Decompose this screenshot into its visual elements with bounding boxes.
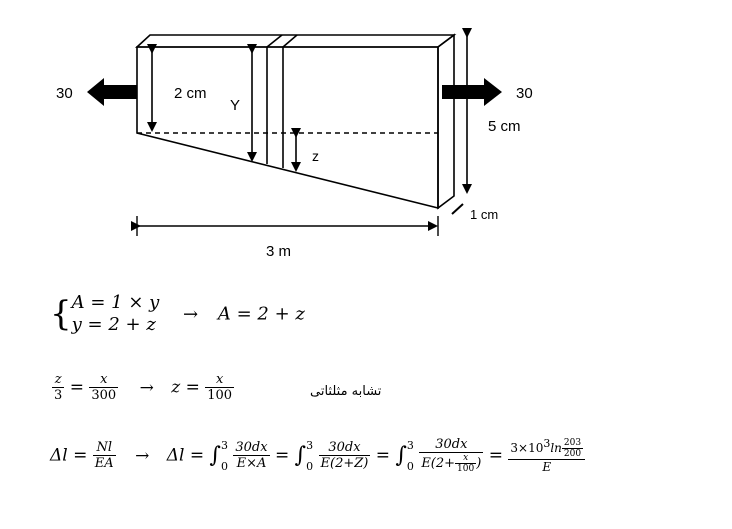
- section-height-label: Y: [230, 97, 240, 114]
- integral-2: ∫: [294, 443, 307, 468]
- ratio-num: z: [52, 372, 65, 388]
- delta-l-lhs-2: Δl =: [166, 445, 205, 466]
- z-result-den: 100: [207, 388, 233, 403]
- final-ln-num: 203: [561, 438, 584, 449]
- system-brace: {: [50, 294, 72, 334]
- right-force-arrow: [442, 78, 502, 106]
- eq-sign-3: =: [488, 445, 503, 466]
- f2-den: E(2+Z): [320, 456, 369, 471]
- similarity-note: تشابه مثلثاتی: [310, 384, 382, 399]
- z-result-num: x: [205, 372, 235, 388]
- final-ln-den: 200: [563, 449, 582, 459]
- z-result-lhs: z =: [171, 377, 200, 398]
- ratio-equals: =: [69, 377, 84, 398]
- ratio-300: 300: [91, 388, 117, 403]
- z-label: z: [312, 148, 319, 164]
- f3-num: 30dx: [419, 437, 484, 453]
- depth-tick: [451, 203, 464, 215]
- eq-sign-2: =: [375, 445, 391, 466]
- ea: EA: [94, 456, 114, 471]
- ratio-x: x: [89, 372, 119, 388]
- int2-lower: 0: [306, 459, 314, 473]
- f3-den-x: x: [455, 453, 477, 464]
- elong-arrow: →: [135, 445, 150, 466]
- system-result: A = 2 + z: [217, 303, 305, 325]
- f2-num: 30dx: [318, 440, 371, 456]
- depth-label: 1 cm: [470, 207, 498, 222]
- left-force-label: 30: [56, 85, 73, 102]
- f1-num: 30dx: [233, 440, 270, 456]
- delta-l-lhs: Δl =: [50, 445, 88, 466]
- f1-den: E×A: [236, 456, 267, 471]
- final-num-exp: 3: [543, 437, 551, 450]
- int3-lower: 0: [406, 459, 414, 473]
- length-label: 3 m: [266, 243, 291, 260]
- integral-1: ∫: [209, 443, 221, 468]
- int1-lower: 0: [220, 459, 228, 473]
- f3-den-100: 100: [457, 464, 475, 474]
- tapered-bar: [134, 33, 457, 210]
- left-force-arrow: [87, 78, 137, 106]
- system-line-1: A = 1 × y: [71, 292, 160, 313]
- ratio-arrow: →: [139, 377, 154, 398]
- bar-side-face: [437, 33, 455, 210]
- bar-front-face: [136, 46, 439, 210]
- left-height-label: 2 cm: [174, 85, 207, 102]
- system-arrow: →: [183, 303, 199, 325]
- system-line-2: y = 2 + z: [71, 314, 156, 335]
- f3-den-a: E(2+: [421, 456, 456, 471]
- int1-upper: 3: [220, 438, 228, 452]
- int3-upper: 3: [406, 438, 414, 452]
- right-height-label: 5 cm: [488, 118, 521, 135]
- integral-3: ∫: [395, 443, 407, 468]
- int2-upper: 3: [306, 438, 314, 452]
- right-force-label: 30: [516, 85, 533, 102]
- final-den: E: [542, 460, 552, 474]
- final-num-ln: ln: [550, 441, 562, 455]
- eq-sign-1: =: [275, 445, 290, 466]
- f3-den-b: ): [476, 456, 482, 471]
- final-num-a: 3×10: [510, 441, 544, 455]
- ratio-den: 3: [54, 388, 63, 403]
- nl: Nl: [92, 440, 116, 456]
